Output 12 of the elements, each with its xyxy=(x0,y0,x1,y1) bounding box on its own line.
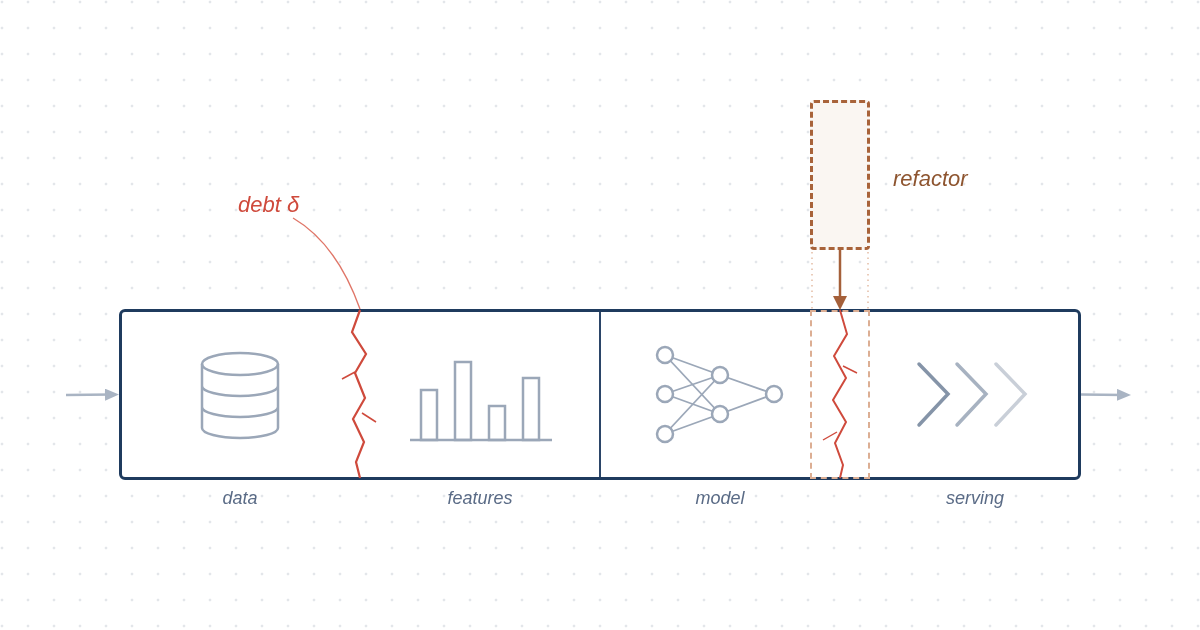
stage-label: serving xyxy=(946,487,1005,509)
pipeline-box xyxy=(119,309,1081,480)
arrow xyxy=(1081,388,1131,401)
leader-line xyxy=(292,217,361,310)
callout-label: debt δ xyxy=(238,192,300,218)
arrow xyxy=(833,250,847,310)
stage-label: features xyxy=(447,487,513,509)
stage-label: model xyxy=(695,487,745,509)
stage-label: data xyxy=(222,487,258,509)
arrow xyxy=(66,388,119,401)
dashed-region xyxy=(810,310,870,479)
box-caption: refactor xyxy=(893,166,968,192)
